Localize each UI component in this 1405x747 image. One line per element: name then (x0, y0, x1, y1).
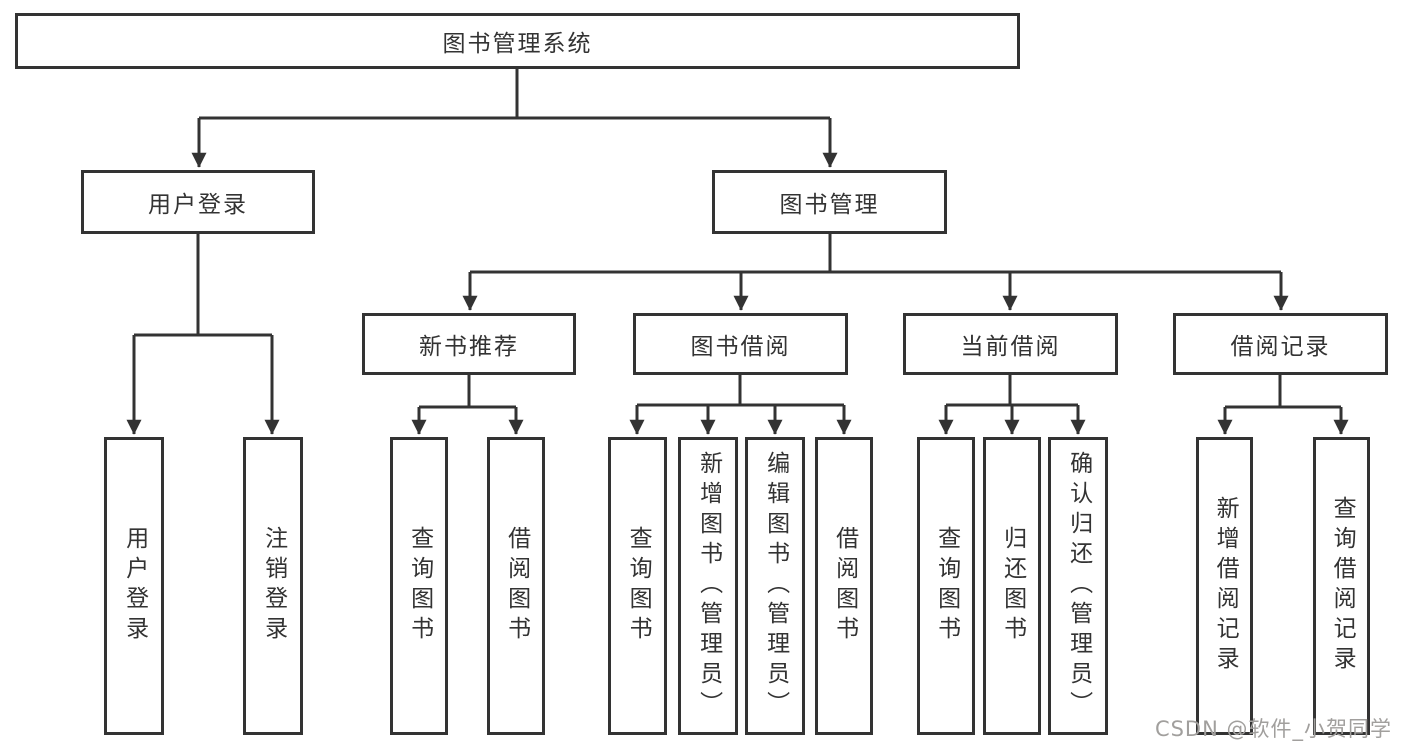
node-label: 借阅图书 (831, 526, 858, 646)
node-book-borrowing: 图书借阅 (633, 313, 848, 375)
node-user-login: 用户登录 (81, 170, 315, 234)
node-label: 当前借阅 (960, 334, 1061, 360)
node-borrow-books-action: 借阅图书 (815, 437, 873, 735)
node-query-borrow-record: 查询借阅记录 (1313, 437, 1370, 735)
node-label: 查询借阅记录 (1329, 496, 1356, 676)
node-label: 查询图书 (933, 526, 960, 646)
node-label: 编辑图书（管理员） (762, 451, 789, 721)
node-logout-action: 注销登录 (243, 437, 303, 735)
node-query-books-current: 查询图书 (917, 437, 975, 735)
node-library-system: 图书管理系统 (15, 13, 1020, 69)
csdn-watermark: CSDN @软件_小贺同学 (1154, 717, 1392, 741)
node-label: 新增图书（管理员） (695, 451, 722, 721)
node-label: 查询图书 (406, 526, 433, 646)
node-label: 图书管理 (779, 192, 880, 218)
node-borrowing-records: 借阅记录 (1173, 313, 1388, 375)
node-label: 用户登录 (121, 526, 148, 646)
node-book-management: 图书管理 (712, 170, 947, 234)
node-query-books-recommend: 查询图书 (390, 437, 448, 735)
node-label: 新增借阅记录 (1212, 496, 1239, 676)
node-label: 用户登录 (148, 192, 248, 218)
node-label: 图书管理系统 (442, 31, 593, 57)
node-current-borrowing: 当前借阅 (903, 313, 1118, 375)
node-confirm-return-admin: 确认归还（管理员） (1048, 437, 1108, 735)
node-label: 图书借阅 (690, 334, 791, 360)
node-query-books-borrow: 查询图书 (608, 437, 667, 735)
node-add-books-admin: 新增图书（管理员） (678, 437, 738, 735)
node-label: 注销登录 (260, 526, 287, 646)
node-add-borrow-record: 新增借阅记录 (1196, 437, 1253, 735)
node-label: 查询图书 (625, 526, 652, 646)
node-return-books: 归还图书 (983, 437, 1041, 735)
node-new-book-recommend: 新书推荐 (362, 313, 576, 375)
node-edit-books-admin: 编辑图书（管理员） (745, 437, 805, 735)
node-label: 确认归还（管理员） (1065, 451, 1092, 721)
node-borrow-books-recommend: 借阅图书 (487, 437, 545, 735)
node-label: 借阅记录 (1230, 334, 1331, 360)
node-label: 新书推荐 (419, 334, 519, 360)
node-label: 归还图书 (999, 526, 1026, 646)
node-user-login-action: 用户登录 (104, 437, 164, 735)
node-label: 借阅图书 (503, 526, 530, 646)
